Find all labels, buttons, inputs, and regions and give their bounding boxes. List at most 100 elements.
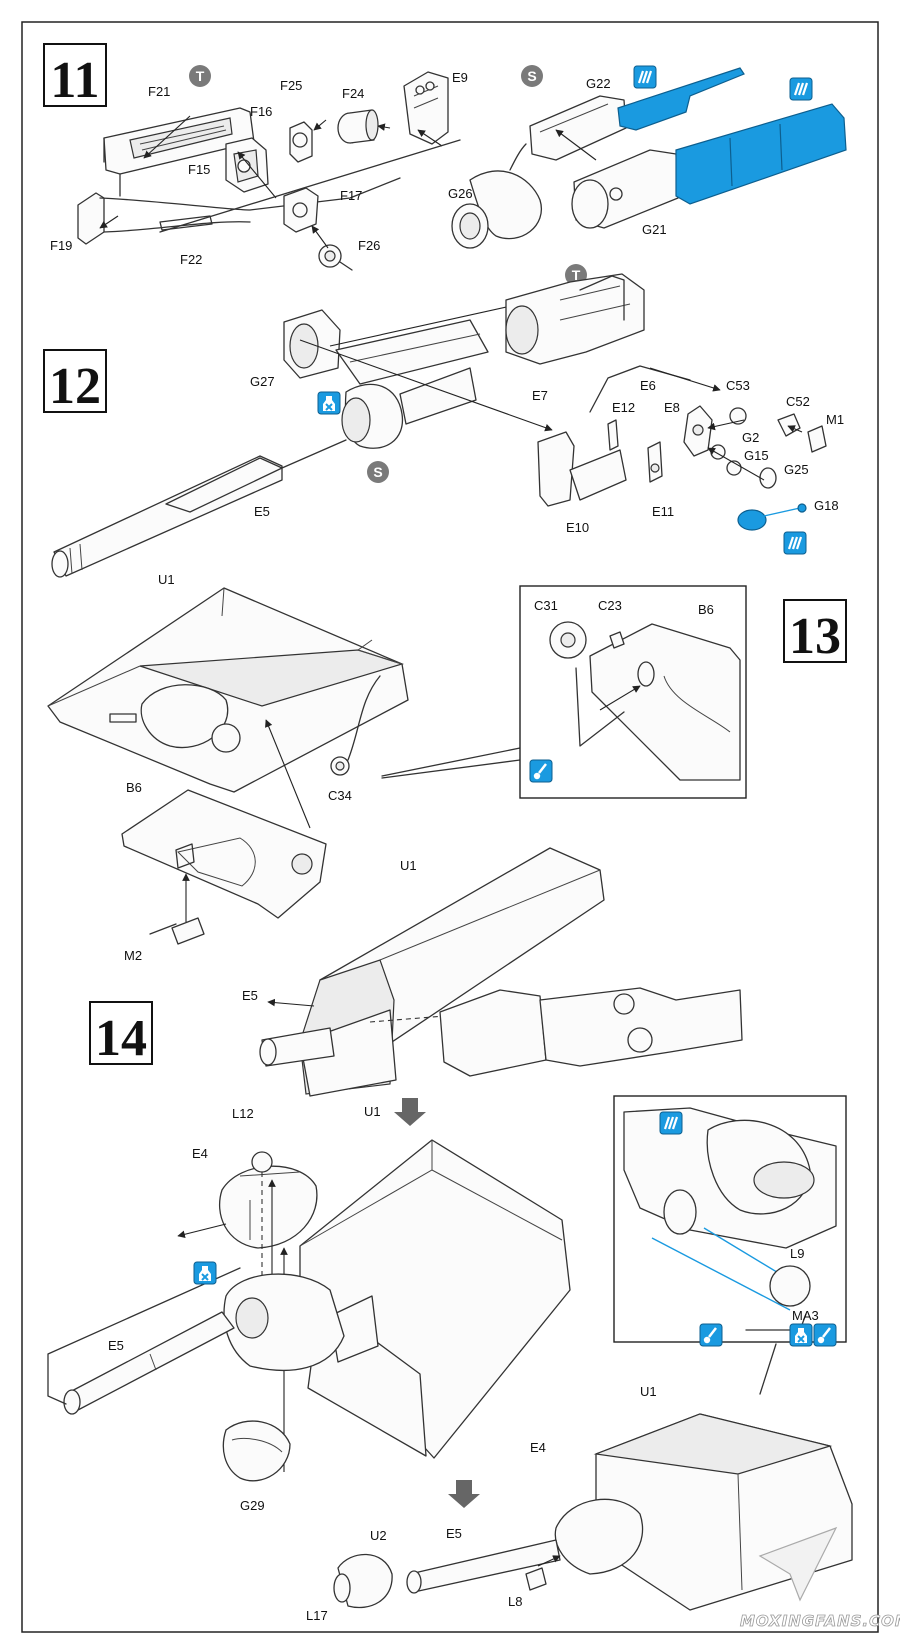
arrow-m1 — [787, 425, 803, 433]
step-13-box — [783, 599, 847, 663]
step-arrow-down-icon — [394, 1098, 426, 1126]
no-glue-icon — [317, 391, 341, 415]
detail-inset-13 — [519, 585, 747, 799]
label-g21: G21 — [642, 222, 667, 237]
sub-badge-s — [521, 65, 543, 87]
part-m2 — [171, 917, 205, 945]
arrow-f21 — [143, 115, 191, 159]
label-f26: F26 — [358, 238, 380, 253]
label-l12: L12 — [232, 1106, 254, 1121]
label-c53: C53 — [726, 378, 750, 393]
callout-lines-13 — [381, 747, 521, 779]
label-g29: G29 — [240, 1498, 265, 1513]
part-e10 — [537, 431, 627, 507]
step-12-number: 12 — [49, 358, 101, 415]
part-e4-turret — [218, 1151, 318, 1249]
part-b6 — [121, 789, 327, 919]
label-e10: E10 — [566, 520, 589, 535]
page-border — [21, 21, 879, 1633]
arrow-f26 — [311, 225, 329, 249]
part-e5-assembly — [259, 987, 743, 1077]
step-14-box — [89, 1001, 153, 1065]
watermark: MOXINGFANS.COM — [740, 1526, 900, 1630]
pe-part-blue-upper — [617, 67, 745, 131]
part-m1 — [807, 425, 827, 453]
part-c52 — [777, 413, 801, 437]
label-e5-lower: E5 — [108, 1338, 124, 1353]
label-b6-detail: B6 — [698, 602, 714, 617]
label-u1-bottom: U1 — [640, 1384, 657, 1399]
arrow-g25 — [707, 447, 765, 481]
arrow-e9 — [417, 129, 443, 147]
label-u2: U2 — [370, 1528, 387, 1543]
label-g18: G18 — [814, 498, 839, 513]
part-l12 — [251, 1151, 273, 1173]
glue-icon — [789, 1323, 813, 1347]
part-f22 — [159, 215, 213, 231]
paint-icon — [812, 1322, 838, 1348]
step-11: 11 T — [43, 43, 847, 271]
sub-badge-t — [189, 65, 211, 87]
part-u1-lower — [299, 1139, 571, 1459]
part-f26 — [318, 244, 353, 271]
part-e9 — [403, 71, 449, 145]
label-f16: F16 — [250, 104, 272, 119]
pe-part-g18 — [737, 503, 807, 531]
guide-line-11a — [159, 139, 461, 233]
label-e4: E4 — [192, 1146, 208, 1161]
arrow-f16 — [237, 151, 277, 199]
label-e5: E5 — [254, 504, 270, 519]
pe-part-blue-fender — [675, 103, 847, 205]
label-e8: E8 — [664, 400, 680, 415]
label-u1-14: U1 — [400, 858, 417, 873]
step-11-box — [43, 43, 107, 107]
label-f22: F22 — [180, 252, 202, 267]
label-g22: G22 — [586, 76, 611, 91]
label-f17: F17 — [340, 188, 362, 203]
label-f24: F24 — [342, 86, 364, 101]
detail-inset-14 — [613, 1095, 847, 1343]
label-c31: C31 — [534, 598, 558, 613]
label-ma3: MA3 — [792, 1308, 819, 1323]
step-11-number: 11 — [50, 52, 99, 109]
part-f24 — [337, 109, 379, 144]
label-g25: G25 — [784, 462, 809, 477]
part-f15-f16 — [225, 137, 269, 193]
part-g26 — [451, 170, 543, 249]
part-g21 — [571, 149, 679, 229]
watermark-text: MOXINGFANS.COM — [740, 1612, 900, 1630]
label-u1: U1 — [158, 572, 175, 587]
sub-badge-t-label: T — [196, 68, 205, 84]
label-e12: E12 — [612, 400, 635, 415]
part-turret-ring — [63, 1273, 345, 1415]
paint-icon — [698, 1322, 724, 1348]
leader-m2 — [149, 923, 177, 935]
label-c23: C23 — [598, 598, 622, 613]
step-13-number: 13 — [789, 608, 841, 665]
label-e11: E11 — [652, 504, 674, 519]
arrow-l8 — [537, 1555, 561, 1567]
label-l8: L8 — [508, 1594, 522, 1609]
part-f17 — [283, 187, 319, 233]
arrow-g22 — [555, 129, 597, 161]
label-l17: L17 — [306, 1608, 328, 1623]
label-f25: F25 — [280, 78, 302, 93]
step-12: 12 T S — [43, 264, 844, 578]
no-glue-icon — [193, 1261, 217, 1285]
part-u1-hull-box — [299, 847, 605, 1097]
arrow-e6 — [649, 367, 721, 392]
sub-badge-s — [367, 461, 389, 483]
arrow-c53 — [707, 419, 745, 431]
part-f25 — [289, 121, 313, 163]
guide-line-12a — [281, 439, 347, 469]
part-g22 — [529, 95, 627, 161]
arrow-e4 — [177, 1223, 227, 1239]
photo-etch-icon — [632, 64, 658, 90]
label-f15: F15 — [188, 162, 210, 177]
label-g27: G27 — [250, 374, 275, 389]
arrow-e10 — [299, 339, 553, 432]
step-14-number: 14 — [95, 1010, 147, 1067]
part-g25 — [759, 467, 777, 489]
label-e9: E9 — [452, 70, 468, 85]
